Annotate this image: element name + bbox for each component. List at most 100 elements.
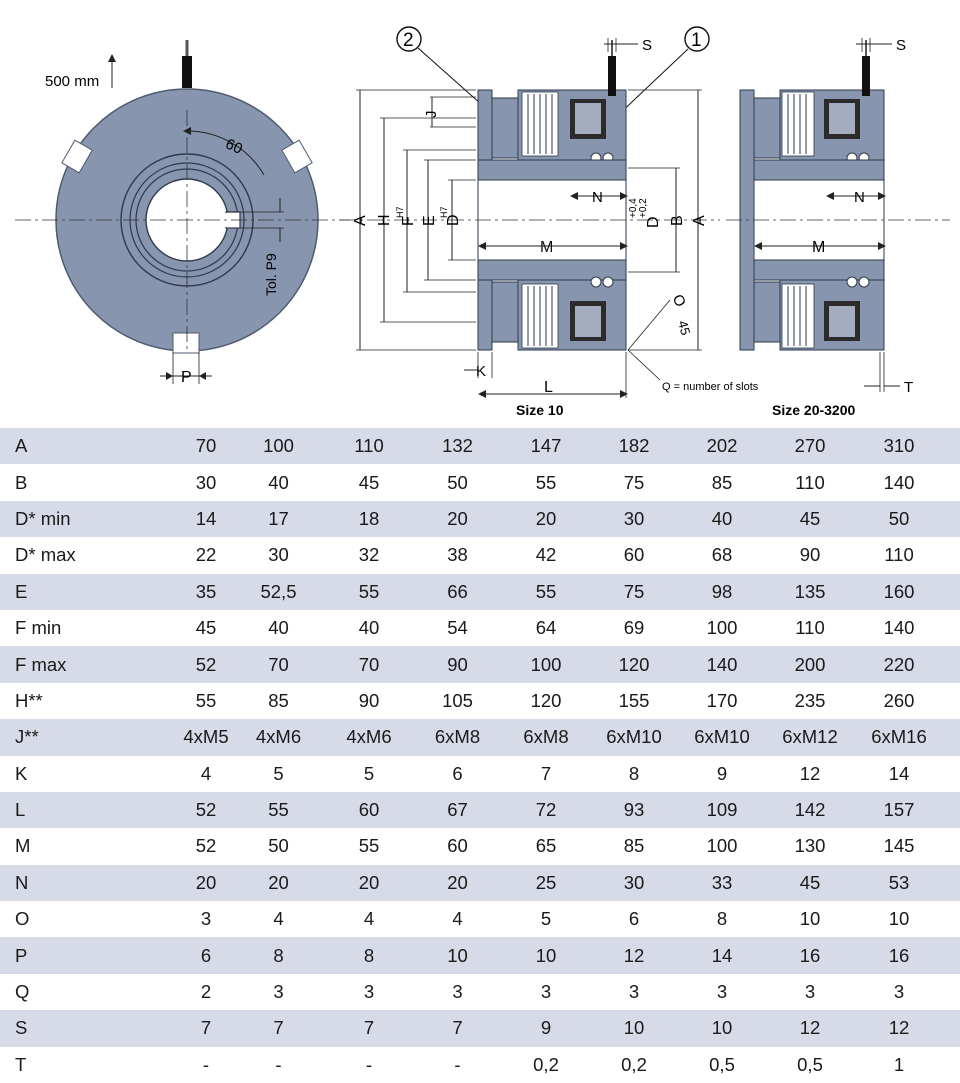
table-cell: 6xM8	[434, 726, 481, 748]
table-cell: 182	[618, 435, 650, 457]
table-cell: 200	[794, 653, 826, 675]
table-cell: 75	[623, 471, 645, 493]
table-cell: 140	[883, 617, 915, 639]
table-cell: 85	[268, 689, 289, 711]
dim-s-label: S	[642, 37, 652, 54]
table-cell: 30	[623, 871, 645, 893]
tol-plus-02: +0,2	[638, 198, 649, 218]
table-cell: 4	[452, 908, 463, 930]
table-cell: 30	[268, 544, 289, 566]
table-cell: 6xM10	[606, 726, 662, 748]
cable-length-label: 500 mm	[45, 73, 99, 90]
table-cell: 0,5	[709, 1053, 735, 1075]
dim-f-label: F	[400, 216, 417, 226]
table-cell: 100	[706, 835, 738, 857]
table-cell: 7	[540, 762, 552, 784]
table-cell: 55	[358, 835, 380, 857]
table-cell: 0,5	[797, 1053, 823, 1075]
row-label: B	[15, 471, 28, 493]
table-cell: 142	[794, 799, 826, 821]
table-cell: 52,5	[260, 580, 297, 602]
table-cell: 310	[883, 435, 915, 457]
table-cell: 55	[268, 799, 289, 821]
table-cell: 40	[358, 617, 380, 639]
table-cell: 160	[883, 580, 915, 602]
dim-a-right-label: A	[691, 215, 708, 226]
table-cell: 17	[268, 507, 289, 529]
table-cell: 52	[195, 835, 217, 857]
caption-size-10: Size 10	[516, 402, 564, 418]
table-cell: 8	[273, 944, 284, 966]
dim-n-right-label: N	[854, 189, 865, 206]
table-cell: 0,2	[621, 1053, 647, 1075]
table-cell: 55	[358, 580, 380, 602]
dim-d-label: D	[445, 214, 462, 226]
table-cell: 6xM10	[694, 726, 750, 748]
table-cell: 85	[623, 835, 645, 857]
row-label: P	[15, 944, 28, 966]
table-cell: 72	[535, 799, 557, 821]
table-cell: 4xM6	[346, 726, 392, 748]
tolerance-p9-label: Tol. P9	[263, 253, 279, 296]
table-cell: 6xM16	[871, 726, 927, 748]
row-label: D* min	[15, 507, 71, 529]
table-cell: 10	[447, 944, 468, 966]
row-label: N	[15, 871, 29, 893]
table-cell: 16	[888, 944, 910, 966]
table-cell: 50	[447, 471, 468, 493]
table-cell: 105	[442, 689, 473, 711]
table-cell: 2	[200, 981, 212, 1003]
table-cell: 170	[706, 689, 738, 711]
row-label: L	[15, 799, 26, 821]
table-cell: 65	[535, 835, 557, 857]
table-cell: 8	[363, 944, 375, 966]
table-cell: 50	[888, 507, 910, 529]
table-cell: 3	[893, 981, 905, 1003]
table-cell: 235	[794, 689, 826, 711]
dim-s-right-label: S	[896, 37, 906, 54]
table-cell: 7	[452, 1017, 463, 1039]
table-cell: 4	[273, 908, 284, 930]
section-view-size-10: 2 1	[340, 26, 759, 418]
table-cell: 60	[358, 799, 380, 821]
table-cell: 10	[711, 1017, 733, 1039]
dim-e-label: E	[421, 215, 438, 226]
table-cell: 64	[535, 617, 557, 639]
table-cell: 66	[447, 580, 468, 602]
table-cell: 120	[530, 689, 562, 711]
table-cell: 52	[195, 653, 217, 675]
row-label: F min	[15, 617, 62, 639]
table-cell: 85	[711, 471, 733, 493]
table-cell: 6xM8	[523, 726, 569, 748]
dim-m-label: M	[540, 239, 553, 256]
table-cell: 220	[883, 653, 915, 675]
table-cell: 110	[884, 544, 914, 566]
table-cell: 32	[358, 544, 380, 566]
table-cell: 14	[195, 507, 217, 529]
table-cell: 14	[711, 944, 733, 966]
table-cell: 3	[540, 981, 552, 1003]
table-cell: 12	[623, 944, 645, 966]
table-cell: 40	[268, 617, 289, 639]
dim-j-label: J	[423, 111, 440, 119]
row-label: M	[15, 835, 31, 857]
table-cell: 33	[711, 871, 733, 893]
section-view-size-20-3200: S N M T Size 20-3200	[726, 37, 950, 418]
table-cell: 10	[535, 944, 557, 966]
table-cell: 98	[711, 580, 733, 602]
table-cell: 14	[888, 762, 910, 784]
table-cell: 42	[535, 544, 557, 566]
table-cell: 6xM12	[782, 726, 838, 748]
table-cell: 3	[200, 908, 212, 930]
dim-k-label: K	[476, 363, 486, 380]
dim-m-right-label: M	[812, 239, 825, 256]
table-cell: 4xM5	[183, 726, 229, 748]
table-cell: 9	[540, 1017, 552, 1039]
table-cell: 54	[447, 617, 468, 639]
